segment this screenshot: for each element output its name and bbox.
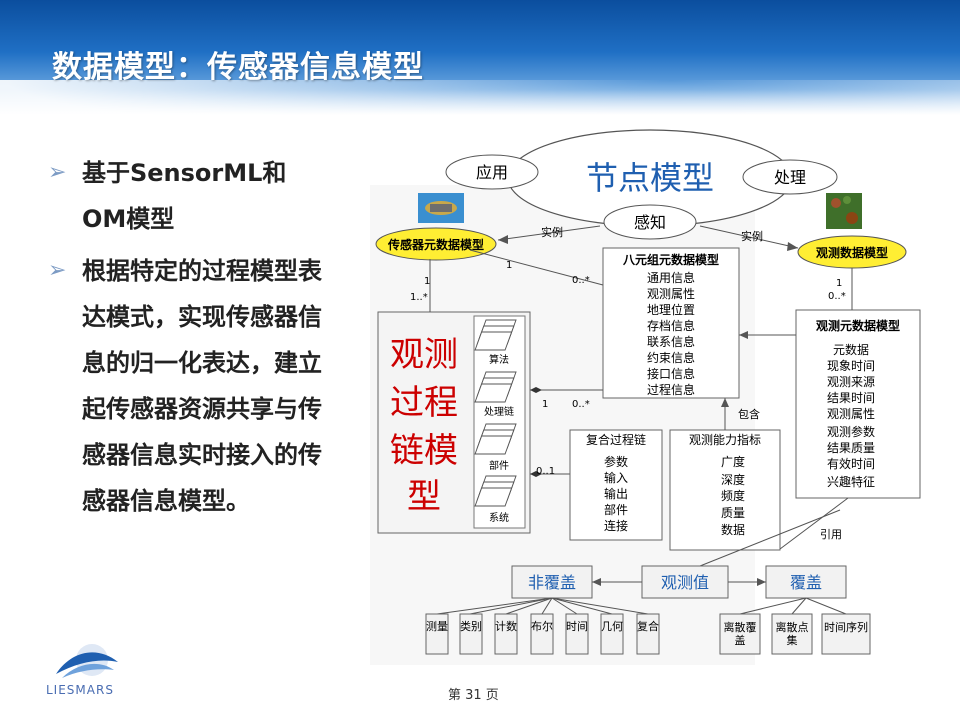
node-model-label: 节点模型: [586, 159, 714, 197]
composite-items: 参数 输入 输出 部件 连接: [604, 454, 628, 533]
obs-meta-item: 观测参数: [827, 424, 875, 439]
octet-item: 存档信息: [647, 318, 695, 333]
svg-text:观测: 观测: [390, 335, 458, 375]
svg-text:频度: 频度: [721, 488, 745, 503]
svg-text:质量: 质量: [721, 506, 745, 520]
mult-label: 1: [542, 399, 548, 410]
leaf-label: 复合: [637, 620, 659, 633]
sensor-meta-label: 传感器元数据模型: [387, 237, 484, 252]
mult-label: 0..*: [828, 291, 846, 302]
octet-item: 地理位置: [647, 302, 695, 317]
mult-label: 0..*: [572, 399, 590, 410]
octet-item: 通用信息: [647, 270, 695, 285]
octet-item: 过程信息: [647, 382, 695, 397]
capability-title: 观测能力指标: [689, 432, 761, 447]
obs-meta-item: 观测来源: [827, 375, 875, 389]
liesmars-logo-icon: [52, 640, 122, 684]
satellite-image: [418, 193, 464, 223]
mult-label: 1: [506, 260, 512, 271]
octet-item: 联系信息: [647, 334, 695, 349]
include-label: 包含: [738, 407, 760, 421]
mult-label: 1..*: [410, 292, 428, 303]
svg-text:部件: 部件: [604, 502, 628, 517]
mult-label: 0..1: [536, 466, 555, 477]
obs-meta-item: 元数据: [833, 342, 869, 357]
instance-right-label: 实例: [741, 229, 763, 243]
svg-text:处理链: 处理链: [484, 405, 514, 418]
leaf-label: 离散覆盖: [720, 621, 760, 647]
mult-label: 1: [424, 276, 430, 287]
reference-label: 引用: [820, 527, 842, 541]
obs-meta-items: 元数据 现象时间 观测来源 结果时间 观测属性 观测参数 结果质量 有效时间 兴…: [827, 342, 875, 489]
page-number: 第 31 页: [448, 684, 499, 703]
leaf-label: 几何: [601, 620, 623, 633]
octet-item: 接口信息: [647, 366, 695, 381]
svg-text:过程: 过程: [390, 383, 458, 423]
obs-meta-item: 兴趣特征: [827, 474, 875, 489]
mult-label: 0..*: [572, 275, 590, 286]
obs-value-label: 观测值: [661, 573, 709, 592]
svg-text:链模: 链模: [390, 431, 458, 471]
mult-label: 1: [836, 278, 842, 289]
octet-item: 约束信息: [647, 350, 695, 365]
logo-text: LIESMARS: [46, 683, 114, 697]
leaf-label: 类别: [460, 620, 482, 633]
process-label: 处理: [774, 168, 806, 187]
obs-meta-item: 观测属性: [827, 407, 875, 421]
svg-text:数据: 数据: [721, 522, 745, 537]
non-cover-label: 非覆盖: [528, 573, 576, 592]
vegetation-image: [826, 193, 862, 229]
sense-label: 感知: [634, 213, 666, 232]
svg-text:输出: 输出: [604, 486, 628, 501]
capability-items: 广度 深度 频度 质量 数据: [721, 454, 745, 537]
leaf-label: 离散点集: [772, 621, 812, 647]
leaf-label: 时间: [566, 620, 588, 633]
svg-text:连接: 连接: [604, 518, 628, 533]
svg-text:算法: 算法: [489, 353, 509, 366]
svg-text:部件: 部件: [489, 459, 509, 472]
svg-text:广度: 广度: [721, 454, 745, 469]
instance-left-label: 实例: [541, 225, 563, 239]
obs-meta-item: 有效时间: [827, 456, 875, 471]
obs-meta-item: 结果时间: [827, 391, 875, 405]
leaf-label: 测量: [426, 620, 448, 633]
svg-text:深度: 深度: [721, 472, 745, 487]
svg-text:参数: 参数: [604, 454, 628, 469]
obs-meta-item: 现象时间: [827, 359, 875, 373]
leaf-label: 计数: [495, 620, 517, 633]
app-label: 应用: [476, 163, 508, 182]
leaf-label: 时间序列: [822, 621, 870, 634]
octet-title: 八元组元数据模型: [622, 252, 719, 267]
obs-meta-title: 观测元数据模型: [816, 318, 900, 333]
obs-meta-item: 结果质量: [827, 441, 875, 455]
svg-text:系统: 系统: [489, 511, 509, 524]
svg-text:型: 型: [407, 477, 441, 517]
cover-label: 覆盖: [790, 573, 822, 592]
octet-item: 观测属性: [647, 287, 695, 301]
obs-data-model-label: 观测数据模型: [816, 245, 888, 260]
svg-text:输入: 输入: [604, 470, 628, 485]
composite-title: 复合过程链: [586, 432, 646, 447]
leaf-label: 布尔: [531, 620, 553, 633]
